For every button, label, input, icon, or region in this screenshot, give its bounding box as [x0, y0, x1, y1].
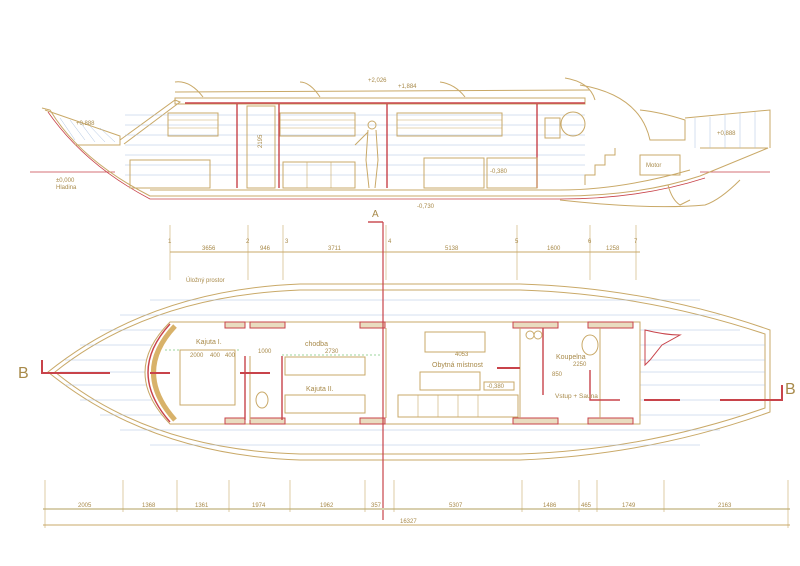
grid-axis-label: 7	[634, 239, 638, 245]
dimension-label: 2163	[718, 503, 732, 509]
dimension-label: 2005	[78, 503, 92, 509]
bow-deck-hatching	[59, 117, 116, 143]
level-label: -0,730	[417, 204, 435, 210]
level-label: +1,884	[398, 84, 417, 90]
bed	[179, 349, 236, 406]
room-label: chodba	[305, 341, 328, 348]
section-line-b-right	[644, 385, 783, 401]
height-dimension: 2195	[258, 134, 264, 148]
dimension-label: 1361	[195, 503, 209, 509]
top-dimension-chain: 1 2 3 4 5 6 7 3656 946 3711 5138 1600 12…	[168, 225, 640, 280]
grid-axis-label: 1	[168, 239, 172, 245]
dimension-label: 1749	[622, 503, 636, 509]
waterline-value: ±0,000	[56, 178, 75, 184]
level-label: +2,026	[368, 78, 387, 84]
roof	[174, 97, 586, 105]
level-label: -0,380	[487, 384, 505, 390]
engine-label: Motor	[646, 163, 661, 169]
section-markers: A B B	[18, 209, 796, 520]
grid-axis-label: 6	[588, 239, 592, 245]
dimension-label: 3711	[328, 246, 342, 252]
room-label: Vstup + Sauna	[555, 393, 598, 400]
level-label: +0,888	[76, 121, 95, 127]
section-b-label: B	[785, 381, 796, 398]
dimension-label: 2250	[573, 362, 587, 368]
grid-axis-label: 4	[388, 239, 392, 245]
dimension-label: 400	[210, 353, 221, 359]
room-label: Kajuta I.	[196, 339, 222, 346]
total-length-label: 16327	[400, 519, 417, 525]
dimension-label: 2730	[325, 349, 339, 355]
dimension-label: 946	[260, 246, 271, 252]
plan-view: Kajuta I. chodba Kajuta II. Obytná místn…	[47, 277, 771, 461]
dimension-label: 2000	[190, 353, 204, 359]
room-label: Úložný prostor	[186, 277, 225, 284]
waterline-label: Hladina	[56, 185, 77, 191]
dimension-label: 850	[552, 372, 563, 378]
hull-profile	[41, 107, 769, 197]
dimension-label: 1486	[543, 503, 557, 509]
human-figure	[354, 120, 379, 189]
dimension-label: 1258	[606, 246, 620, 252]
side-view: Motor +2,026 +1,884 +0,888 +0,888 -0,380…	[30, 77, 771, 210]
dimension-label: 3656	[202, 246, 216, 252]
room-label: Koupelna	[556, 354, 586, 361]
aft-rail	[684, 109, 771, 148]
dimension-label: 5307	[449, 503, 463, 509]
section-b-label: B	[18, 365, 29, 382]
windows	[167, 112, 503, 137]
level-label: -0,380	[490, 169, 508, 175]
hull-outline	[47, 283, 771, 461]
grid-axis-label: 5	[515, 239, 519, 245]
room-label: Kajuta II.	[306, 386, 334, 393]
dimension-label: 357	[371, 503, 382, 509]
toilet	[255, 391, 269, 409]
door	[246, 105, 276, 189]
engine-box	[639, 154, 681, 176]
bottom-dimension-chain: 2005 1368 1361 1974 1962 357 5307 1486 4…	[43, 480, 790, 528]
section-line-b-left	[41, 360, 110, 374]
dimension-label: 465	[581, 503, 592, 509]
dimension-label: 1000	[258, 349, 272, 355]
grid-axis-label: 2	[246, 239, 250, 245]
grid-axis-label: 3	[285, 239, 289, 245]
level-label: +0,888	[717, 131, 736, 137]
dimension-label: 1974	[252, 503, 266, 509]
section-a-label: A	[372, 209, 379, 220]
room-label: Obytná místnost	[432, 362, 483, 369]
dimension-label: 1368	[142, 503, 156, 509]
dimension-label: 1600	[547, 246, 561, 252]
dimension-label: 1962	[320, 503, 334, 509]
dimension-label: 4053	[455, 352, 469, 358]
dimension-label: 5138	[445, 246, 459, 252]
dimension-label: 400	[225, 353, 236, 359]
